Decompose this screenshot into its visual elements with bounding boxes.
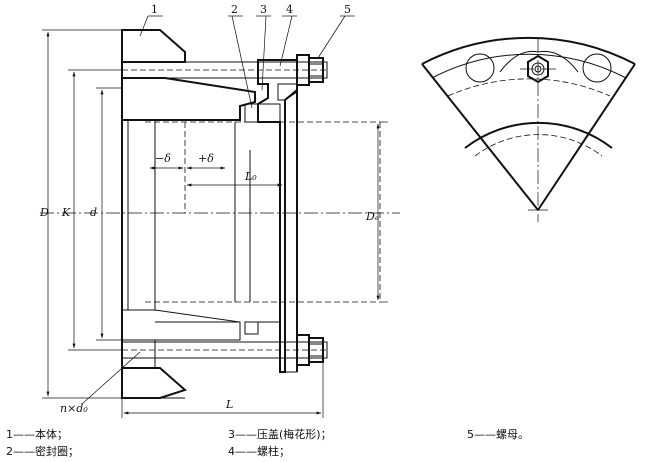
dim-L0-label: L₀ (244, 170, 257, 183)
dim-nd0-leader (81, 351, 141, 405)
callout-2: 2 (231, 3, 238, 16)
legend-item-5: 5——螺母。 (467, 428, 529, 441)
gland-plum-shape (257, 59, 298, 373)
legend-item-3: 3——压盖(梅花形)； (228, 427, 332, 441)
dim-L-label: L (225, 398, 233, 411)
dim-De-label: Dₑ (365, 210, 379, 223)
legend-item-2: 2——密封圈； (6, 444, 79, 458)
callout-1: 1 (151, 3, 158, 16)
legend-item-1: 1——本体； (6, 427, 68, 441)
legend-item-4: 4——螺柱； (228, 444, 290, 458)
section-view: D K d Dₑ −δ +δ L₀ L n×d₀ (39, 3, 400, 418)
bolt-hole-left (465, 53, 495, 83)
dim-pos-delta-label: +δ (198, 152, 214, 165)
dim-K-label: K (61, 206, 71, 219)
dim-D-label: D (39, 206, 49, 219)
dim-neg-delta-label: −δ (155, 152, 171, 165)
dim-nd0-label: n×d₀ (60, 402, 88, 415)
legend: 1——本体； 2——密封圈； 3——压盖(梅花形)； 4——螺柱； 5——螺母。 (6, 427, 529, 458)
inserted-pipe (145, 121, 381, 303)
callout-3: 3 (260, 3, 267, 16)
callout-4: 4 (286, 3, 293, 16)
callout-5: 5 (344, 3, 351, 16)
callouts: 1 2 3 4 5 (139, 3, 355, 109)
sector-view (421, 36, 636, 222)
body-lower (121, 309, 241, 399)
bolt-hole-right (582, 53, 612, 83)
dim-d-label: d (90, 206, 97, 219)
